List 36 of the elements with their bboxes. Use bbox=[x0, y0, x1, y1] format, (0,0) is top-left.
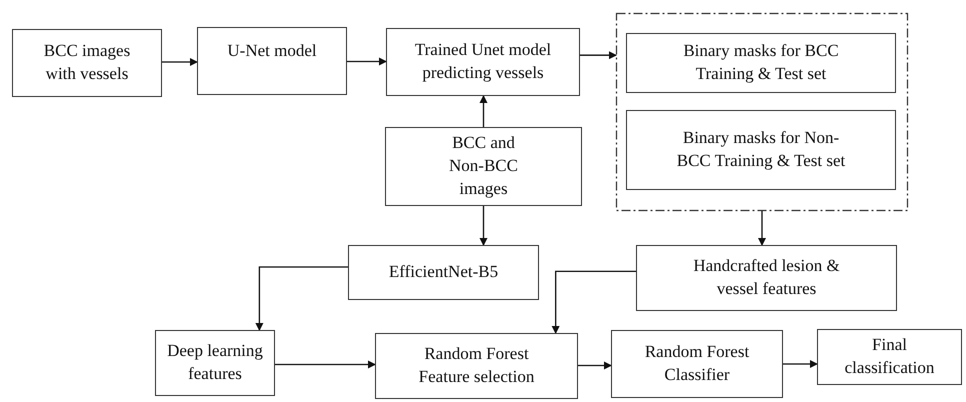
process-box bbox=[197, 27, 347, 95]
box-label: Final classification bbox=[844, 334, 936, 379]
arrow bbox=[162, 58, 198, 66]
arrow bbox=[758, 211, 766, 246]
process-box bbox=[12, 29, 162, 97]
arrow bbox=[580, 51, 617, 60]
box-label: Binary masks for Non-BCC Training & Test set bbox=[676, 127, 846, 172]
box-label: Random Forest Classifier bbox=[644, 341, 750, 386]
arrow bbox=[255, 266, 348, 331]
box-label: Handcrafted lesion & vessel features bbox=[692, 255, 841, 300]
box-label: BCC and Non-BCC images bbox=[448, 132, 519, 200]
group-container bbox=[616, 13, 908, 211]
arrow bbox=[552, 270, 636, 334]
process-box bbox=[385, 127, 582, 206]
arrow bbox=[480, 206, 488, 246]
box-label: Deep learning features bbox=[166, 340, 264, 385]
box-label: EfficientNet-B5 bbox=[388, 261, 498, 284]
process-box bbox=[375, 333, 578, 399]
arrow bbox=[783, 360, 818, 368]
process-box bbox=[817, 329, 962, 385]
box-label: Binary masks for BCC Training & Test set bbox=[682, 40, 840, 85]
process-box bbox=[348, 245, 539, 300]
arrow bbox=[347, 58, 387, 66]
box-label: BCC images with vessels bbox=[42, 40, 132, 85]
arrow bbox=[480, 95, 488, 127]
process-box bbox=[155, 330, 275, 396]
process-box bbox=[386, 28, 580, 96]
box-label: Trained Unet model predicting vessels bbox=[414, 39, 552, 84]
box-label: Random Forest Feature selection bbox=[418, 343, 536, 388]
arrow bbox=[578, 362, 612, 370]
box-label: U-Net model bbox=[227, 40, 317, 62]
process-box bbox=[636, 245, 897, 311]
process-box bbox=[611, 330, 783, 398]
process-box bbox=[626, 33, 896, 93]
process-box bbox=[626, 110, 896, 190]
arrow bbox=[275, 360, 376, 368]
